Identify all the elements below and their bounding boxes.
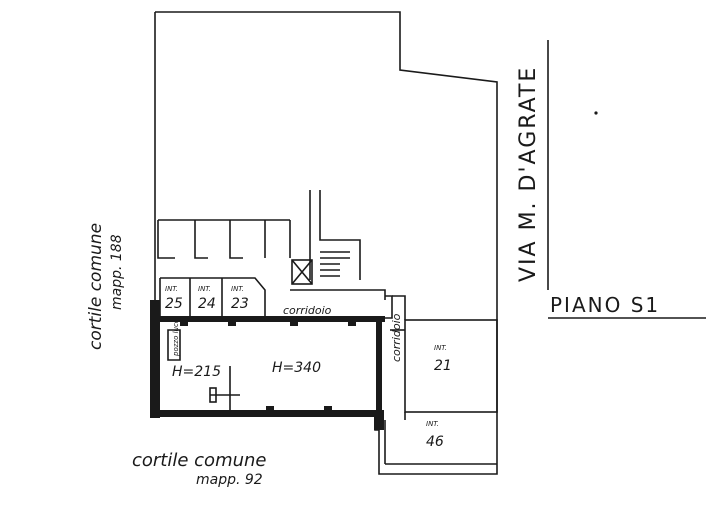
outer-boundary [155, 11, 498, 475]
unit-46-int: INT. [426, 420, 439, 428]
main-room-walls [150, 300, 385, 430]
dot-mark [594, 111, 598, 115]
stair-core [290, 190, 386, 300]
corridor-side-label: corridoio [390, 313, 403, 362]
unit-21-num: 21 [434, 358, 452, 374]
street-label: VIA M. D'AGRATE [516, 66, 541, 282]
floor-label: PIANO S1 [550, 293, 660, 317]
unit-24-int: INT. [198, 285, 211, 293]
courtyard-bottom-label: cortile comune [132, 450, 267, 471]
unit-23-num: 23 [231, 296, 249, 312]
unit-24-num: 24 [198, 296, 216, 312]
unit-25-int: INT. [165, 285, 178, 293]
small-room-label: pozzo luce [172, 319, 180, 357]
courtyard-left-label: cortile comune [86, 223, 106, 350]
units-right [390, 295, 498, 420]
unit-46-num: 46 [426, 434, 444, 450]
parking-bays [157, 219, 291, 259]
unit-25-num: 25 [165, 296, 183, 312]
height-main-label: H=340 [272, 360, 321, 376]
unit-23-int: INT. [231, 285, 244, 293]
height-small-label: H=215 [172, 364, 221, 380]
courtyard-left-mapp: mapp. 188 [109, 234, 125, 310]
courtyard-bottom-mapp: mapp. 92 [196, 472, 263, 488]
unit-21-int: INT. [434, 344, 447, 352]
corridor-top-label: corridoio [283, 304, 332, 317]
